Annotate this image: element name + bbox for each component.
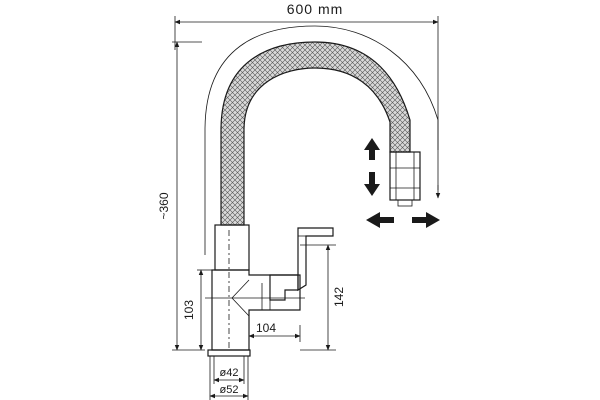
- body-collar: [214, 224, 250, 271]
- flexible-hose: [204, 25, 439, 255]
- spout-height-dimension: 142: [300, 244, 346, 351]
- height-dimension: ~360: [157, 41, 205, 351]
- cartridge-chevron: [231, 279, 250, 317]
- movement-arrows: [364, 138, 440, 228]
- spray-head: [389, 151, 441, 207]
- body-height-dimension: 103: [182, 269, 212, 351]
- hose-mesh: [220, 41, 411, 226]
- mounting-base: ø42 ø52: [207, 349, 251, 400]
- lever-base: [269, 274, 299, 301]
- height-label: ~360: [157, 192, 171, 219]
- reach-label: 104: [256, 321, 276, 335]
- arrow-right-icon: [412, 212, 440, 228]
- arrow-left-icon: [366, 212, 394, 228]
- spray-head-body: [389, 151, 421, 201]
- base-flange: [207, 349, 251, 357]
- reach-dimension: 104: [205, 297, 305, 342]
- body-main: [211, 269, 301, 351]
- spout-height-label: 142: [332, 287, 346, 307]
- base-outer-label: ø52: [220, 384, 239, 396]
- arrow-up-icon: [364, 138, 380, 160]
- hose-swing-path: [204, 25, 439, 255]
- width-label: 600 mm: [287, 1, 344, 17]
- body-height-label: 103: [182, 300, 196, 320]
- base-inner-label: ø42: [220, 367, 239, 379]
- arrow-down-icon: [364, 172, 380, 196]
- spray-nozzle: [397, 199, 413, 207]
